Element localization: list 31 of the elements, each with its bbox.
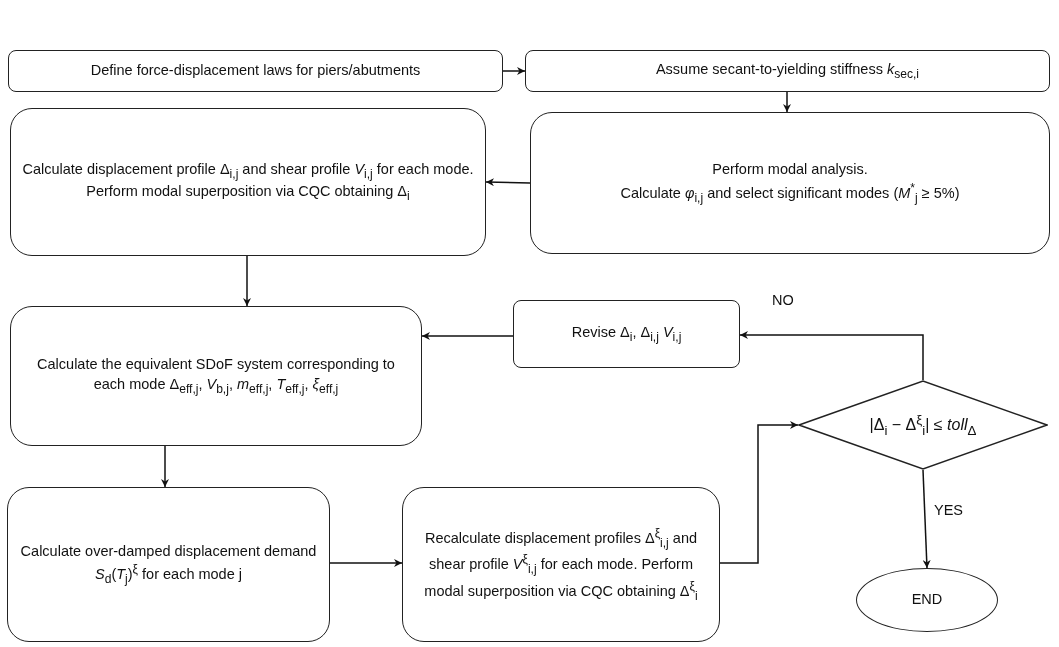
process-box [8,50,503,92]
arrow [243,255,251,307]
arrow [783,91,791,113]
node-text: Perform modal analysis. [712,160,868,180]
arrow [739,331,924,381]
node-text: Define force-displacement laws for piers/abutments [90,61,421,81]
edge-label: YES [932,502,965,518]
node-text: Calculate φ$_{i,j}$ and select significant modes (M$^{*}$$_{j}$ ≥ 5%) [620,179,960,206]
node-text: END [911,590,943,610]
arrow [719,421,799,564]
arrow [421,332,514,340]
node-text: |Δ$_{i}$ − Δ$^{ξ}$$_{i}$| ≤ toll$_{Δ}$ [869,410,977,440]
node-text: Perform modal superposition via CQC obtaining Δ$_{i}$ [86,182,410,205]
process-box [7,487,330,642]
process-box [402,487,720,642]
process-box [530,112,1050,254]
node-text: Calculate the equivalent SDoF system corresponding to each mode Δ$_{eff,j}$, V$_{b,j}$, m$_{eff,j}$, T$_{eff,j}$, ξ$_{eff,j}$ [36,355,396,397]
arrow [502,67,526,75]
edge-label: NO [770,292,796,308]
arrow [161,445,169,488]
arrow [329,559,403,567]
process-box [10,108,486,256]
node-text: Assume secant-to-yielding stiffness k$_{sec,i}$ [655,59,920,83]
node-text: Calculate displacement profile Δ$_{i,j}$ and shear profile V$_{i,j}$ for each mode. [22,159,474,182]
node-text: Revise Δ$_{i}$, Δ$_{i,j}$ V$_{i,j}$ [571,322,682,346]
arrow [485,178,531,187]
node-text: Calculate over-damped displacement demand S$_{d}$(T$_{j}$)$^{ξ}$ for each mode j [19,541,318,588]
process-box [525,50,1050,92]
process-box [513,300,740,368]
process-box [10,306,422,446]
arrow [922,469,931,569]
